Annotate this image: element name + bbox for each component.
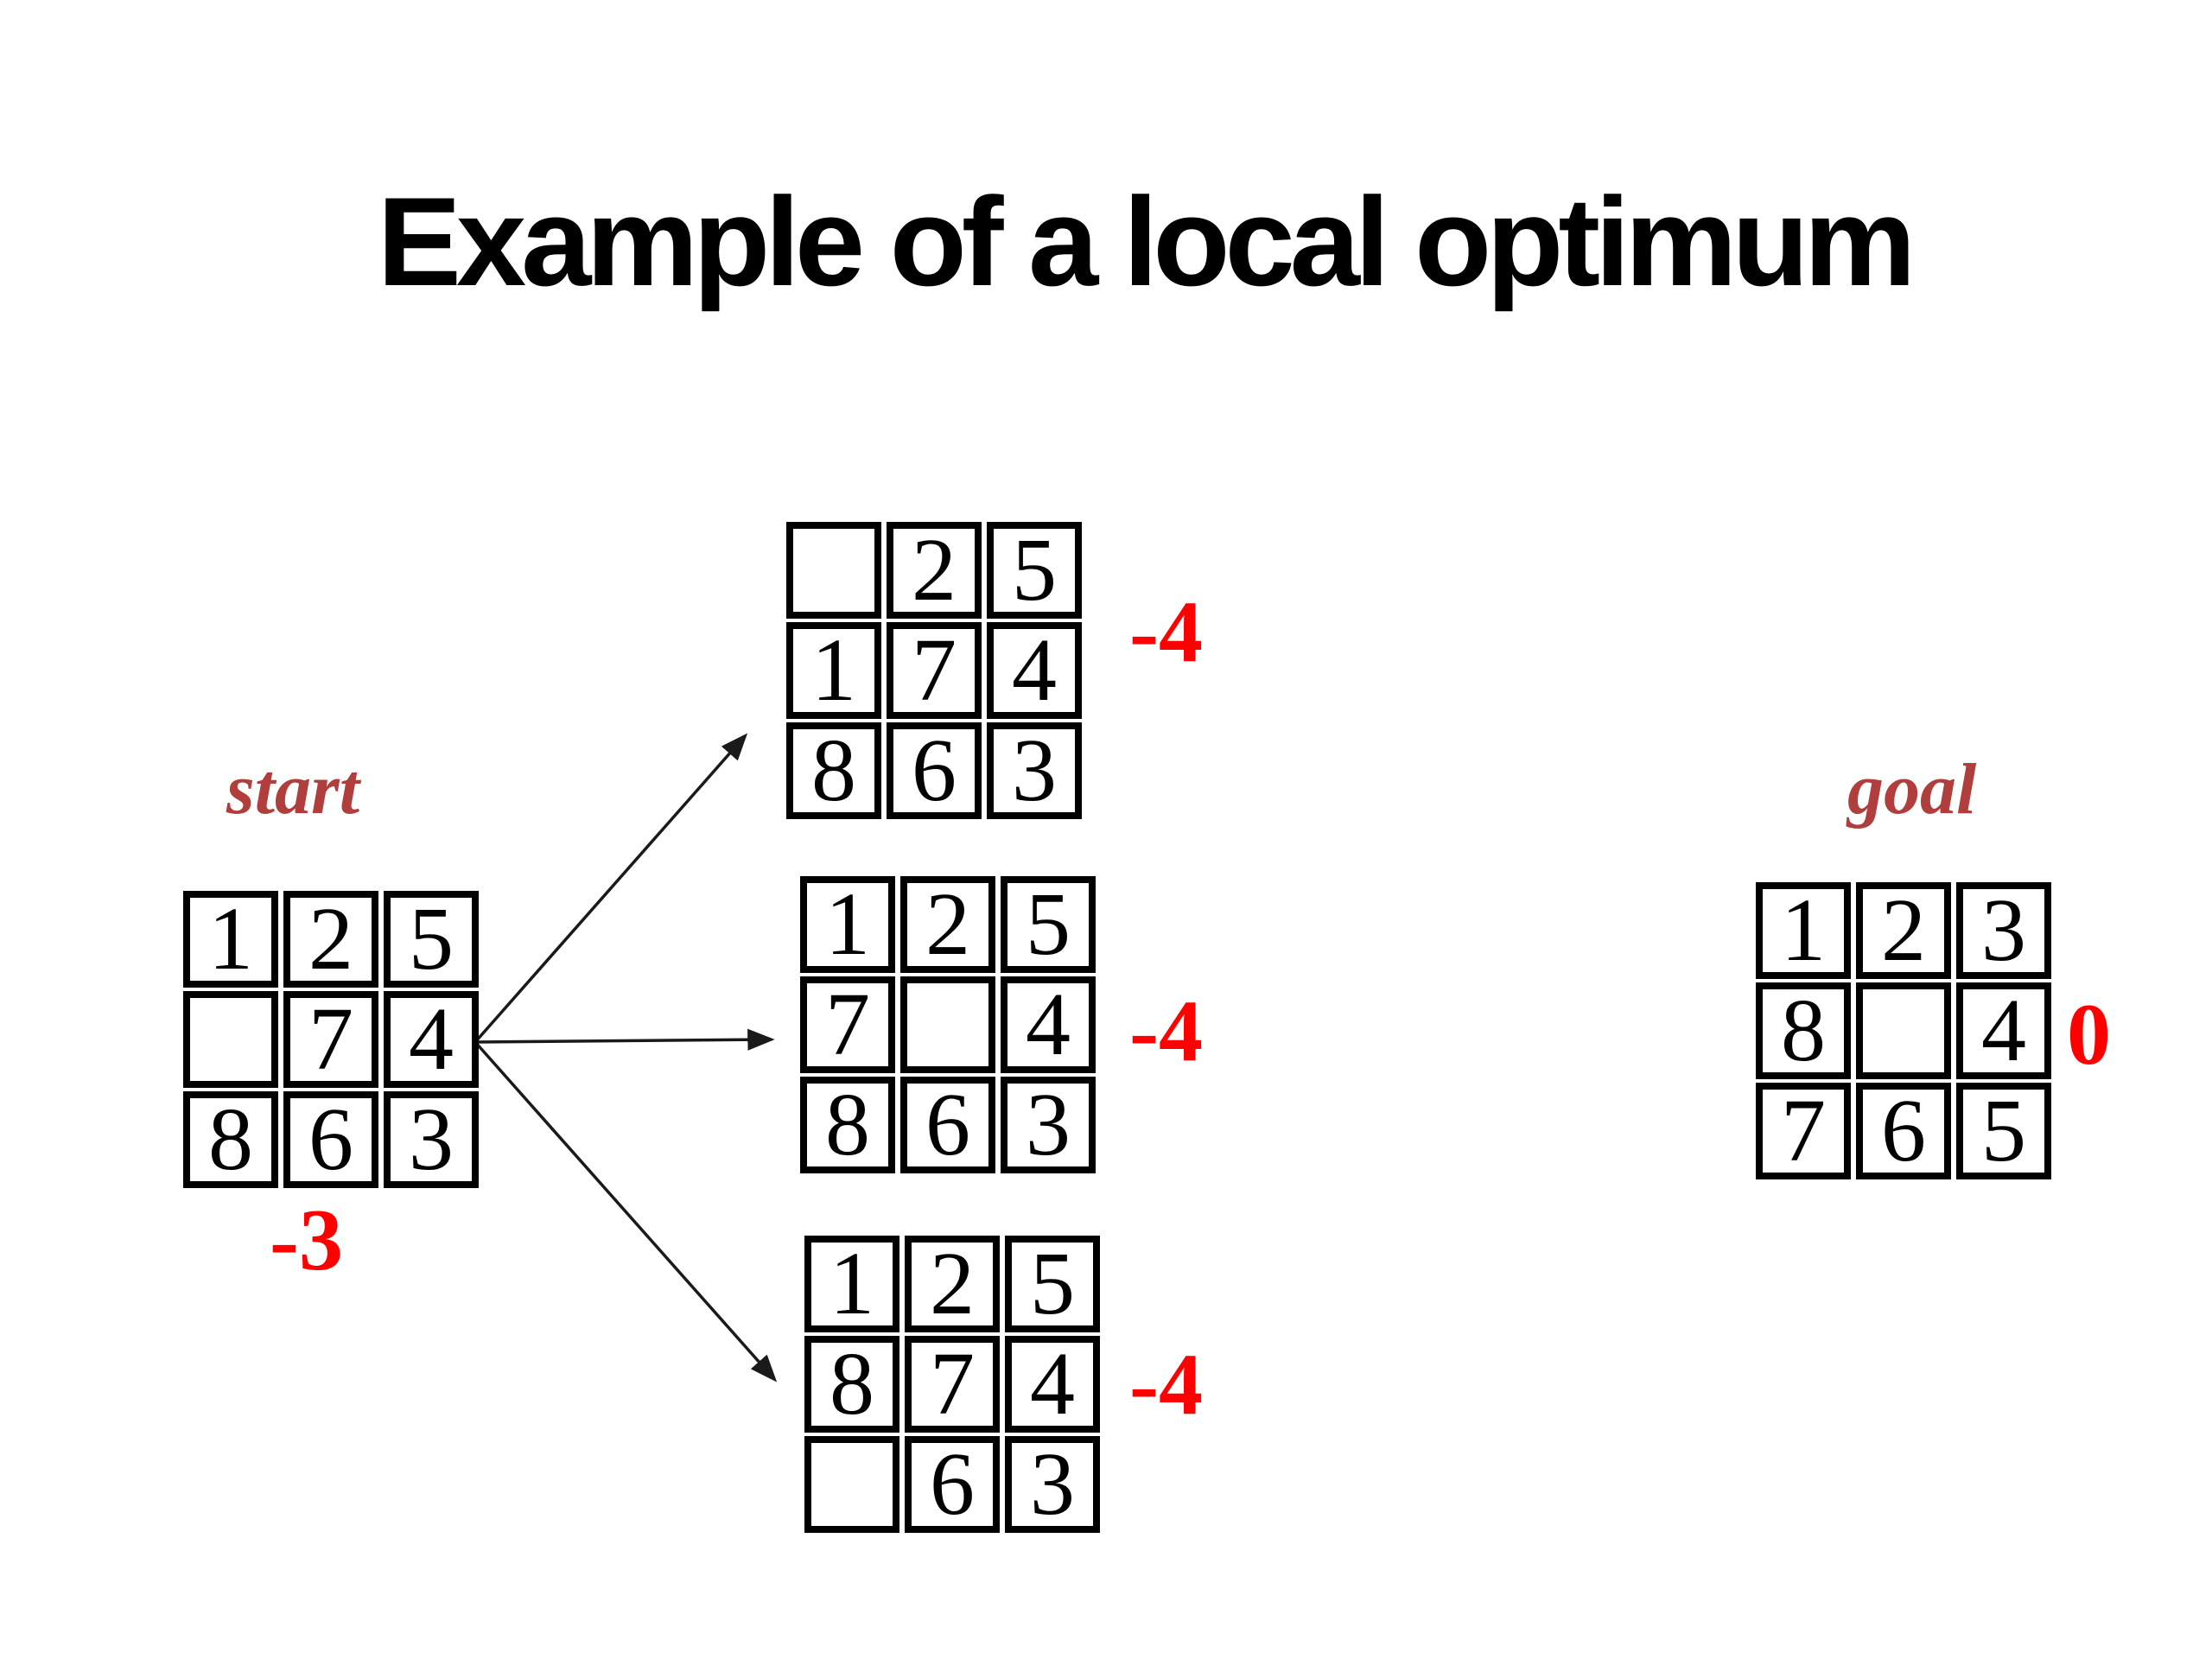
puzzle-cell: 2 xyxy=(905,1236,1000,1332)
puzzle-cell: 7 xyxy=(800,976,895,1073)
puzzle-cell: 8 xyxy=(183,1091,278,1188)
puzzle-cell: 5 xyxy=(384,891,479,988)
slide-title: Example of a local optimum xyxy=(377,171,1916,312)
successor3-score: -4 xyxy=(1129,1336,1203,1433)
start-grid: 1 2 5 7 4 8 6 3 xyxy=(183,891,479,1188)
puzzle-cell: 5 xyxy=(1956,1083,2051,1179)
puzzle-cell: 1 xyxy=(183,891,278,988)
puzzle-cell: 8 xyxy=(1756,982,1851,1079)
puzzle-cell: 6 xyxy=(283,1091,378,1188)
puzzle-cell: 3 xyxy=(384,1091,479,1188)
puzzle-cell: 3 xyxy=(1956,882,2051,979)
puzzle-cell xyxy=(804,1436,899,1533)
puzzle-cell: 2 xyxy=(900,876,995,973)
puzzle-cell: 7 xyxy=(905,1336,1000,1433)
puzzle-cell: 6 xyxy=(1856,1083,1951,1179)
puzzle-cell: 3 xyxy=(987,722,1082,819)
puzzle-cell: 3 xyxy=(1001,1077,1096,1173)
puzzle-cell: 5 xyxy=(987,522,1082,619)
start-score: -3 xyxy=(270,1192,343,1289)
start-label: start xyxy=(226,749,360,830)
puzzle-cell: 2 xyxy=(283,891,378,988)
puzzle-cell: 7 xyxy=(887,622,982,719)
puzzle-cell xyxy=(1856,982,1951,1079)
puzzle-cell: 2 xyxy=(1856,882,1951,979)
arrow-start-to-successor1 xyxy=(474,733,748,1044)
puzzle-cell xyxy=(786,522,881,619)
successor1-score: -4 xyxy=(1129,583,1203,681)
puzzle-cell: 4 xyxy=(987,622,1082,719)
goal-label: goal xyxy=(1847,749,1977,830)
successor1-grid: 2 5 1 7 4 8 6 3 xyxy=(786,522,1082,819)
arrow-start-to-successor2 xyxy=(474,1028,775,1051)
puzzle-cell: 1 xyxy=(804,1236,899,1332)
arrow-start-to-successor3 xyxy=(474,1040,778,1382)
puzzle-cell: 2 xyxy=(887,522,982,619)
puzzle-cell: 1 xyxy=(786,622,881,719)
goal-grid: 1 2 3 8 4 7 6 5 xyxy=(1756,882,2051,1179)
puzzle-cell: 4 xyxy=(1956,982,2051,1079)
puzzle-cell: 1 xyxy=(1756,882,1851,979)
puzzle-cell: 8 xyxy=(786,722,881,819)
puzzle-cell: 8 xyxy=(800,1077,895,1173)
successor2-score: -4 xyxy=(1129,982,1203,1080)
puzzle-cell: 3 xyxy=(1005,1436,1100,1533)
puzzle-cell: 6 xyxy=(887,722,982,819)
puzzle-cell: 7 xyxy=(283,991,378,1088)
successor3-grid: 1 2 5 8 7 4 6 3 xyxy=(804,1236,1100,1533)
puzzle-cell: 4 xyxy=(384,991,479,1088)
puzzle-cell: 5 xyxy=(1005,1236,1100,1332)
puzzle-cell xyxy=(183,991,278,1088)
puzzle-cell: 4 xyxy=(1001,976,1096,1073)
puzzle-cell xyxy=(900,976,995,1073)
puzzle-cell: 7 xyxy=(1756,1083,1851,1179)
puzzle-cell: 6 xyxy=(900,1077,995,1173)
goal-score: 0 xyxy=(2067,986,2111,1084)
puzzle-cell: 6 xyxy=(905,1436,1000,1533)
successor2-grid: 1 2 5 7 4 8 6 3 xyxy=(800,876,1096,1173)
puzzle-cell: 8 xyxy=(804,1336,899,1433)
puzzle-cell: 1 xyxy=(800,876,895,973)
puzzle-cell: 5 xyxy=(1001,876,1096,973)
puzzle-cell: 4 xyxy=(1005,1336,1100,1433)
